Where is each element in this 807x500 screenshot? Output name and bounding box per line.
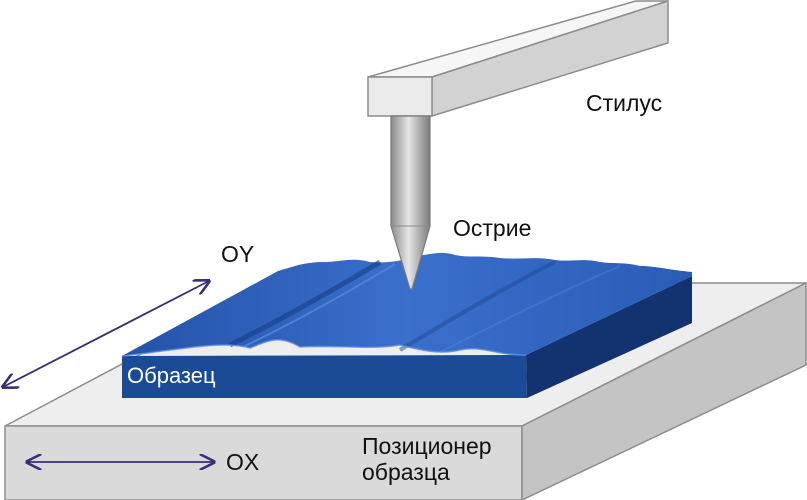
axis-x-label: OX [226, 449, 259, 475]
positioner-label-line1: Позиционер [362, 433, 492, 459]
sample-groove-1 [228, 259, 382, 348]
axis-y-label: OY [221, 241, 254, 267]
cantilever-front-face [367, 76, 433, 117]
oy-double-arrow-icon [3, 281, 209, 387]
tip-label: Острие [453, 215, 531, 241]
sample-front-face [122, 355, 527, 398]
sample-groove-3 [398, 260, 556, 352]
sample-front-wave [121, 339, 527, 357]
positioner-front-face [4, 425, 523, 500]
stylus-needle [390, 115, 431, 290]
sample-groove-2 [244, 263, 396, 347]
stylus-cantilever [367, 0, 669, 118]
sample [121, 252, 692, 398]
sample-top-surface [122, 252, 692, 356]
positioner-label-line2: образца [362, 459, 450, 485]
stylus-label: Стилус [586, 90, 662, 116]
sample-groove-4 [439, 265, 621, 353]
positioner-side-face [521, 281, 807, 500]
sample-side-face [526, 276, 692, 398]
sample-label: Образец [127, 363, 216, 388]
